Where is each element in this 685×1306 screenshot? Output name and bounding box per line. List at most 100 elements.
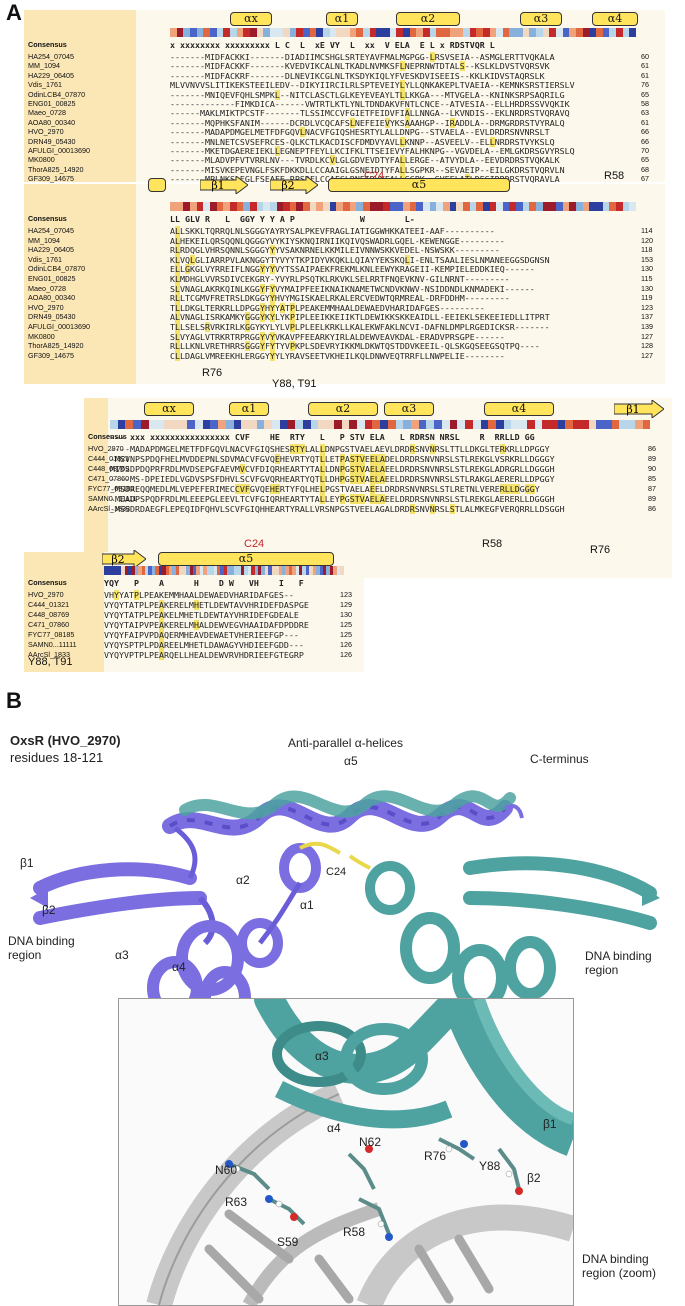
sequence-end-position: 127 — [641, 331, 653, 341]
sequence-name: ENG01_00825 — [28, 99, 76, 108]
sequence-name: AOA80_00340 — [28, 293, 76, 303]
sequence-row: -MSDREQQMEDLMLVEPEFERIMECCVFGVQEHERTYFQL… — [110, 484, 540, 494]
sequence-name: AFULGI_00013690 — [28, 146, 90, 155]
sequence-name: Maeo_0728 — [28, 283, 66, 293]
sequence-name: HA254_07045 — [28, 226, 74, 235]
ss-strand-arrow: β1 — [614, 400, 664, 418]
sequence-name: SAMN0...11111 — [28, 640, 77, 649]
sequence-name: AFULGI_00013690 — [28, 322, 90, 331]
sequence-row: VYQYTAIPVPEAKERELMHALDEWVEGVHAAIDAFDPDDR… — [104, 620, 309, 630]
ss-helix — [148, 178, 166, 192]
sequence-name: ThorA825_14920 — [28, 164, 84, 174]
name-column — [24, 184, 136, 384]
sequence-end-position: 118 — [641, 245, 653, 255]
zoom-r63: R63 — [225, 1195, 248, 1209]
sequence-row: -------------FIMKDICA------VWTRTLKTLYNLT… — [170, 99, 570, 109]
sequence-end-position: 86 — [648, 444, 656, 453]
ss-strand-arrow: β2 — [270, 176, 318, 194]
sequence-end-position: 126 — [340, 650, 352, 659]
consensus-sequence: --- xxx xxxxxxxxxxxxxxxx CVF HE RTY L P … — [110, 432, 535, 442]
sequence-end-position: 66 — [641, 136, 649, 146]
chain-a-domain — [30, 826, 341, 1030]
sequence-row: -MEADPSPQDFRDLMLEEEPGLEEVLTCVFGIQRHEARTY… — [110, 494, 555, 504]
sequence-end-position: 137 — [641, 312, 653, 322]
zoom-n62: N62 — [359, 1135, 382, 1149]
sequence-end-position: 153 — [641, 254, 653, 264]
zoom-r58: R58 — [343, 1225, 366, 1239]
sequence-row: KLMDHGLVVRSDIVCEKGRY-YVYRLPSQTKLRKVKLSEL… — [170, 274, 510, 284]
sequence-row: TLLSELSRVRKIRLKGGYKYLYLVPLPLEELKRKLLKALE… — [170, 322, 550, 332]
structure-subtitle: residues 18-121 — [10, 750, 104, 765]
ss-helix: α2 — [396, 12, 460, 26]
sequence-end-position: 130 — [641, 283, 653, 293]
zoom-a4: α4 — [327, 1121, 341, 1135]
sequence-row: -MSVNPSPDQFHELMVDDEPNLSDVMACVFGVQEHEVRTY… — [110, 454, 555, 464]
sequence-end-position: 67 — [641, 174, 649, 184]
panel-b-label: B — [6, 688, 22, 713]
consensus-label: Consensus — [28, 578, 67, 587]
sequence-end-position: 66 — [641, 127, 649, 137]
ss-strand-label: β1 — [626, 403, 639, 416]
sequence-end-position: 61 — [641, 61, 649, 71]
sequence-end-position: 76 — [641, 80, 649, 90]
sequence-end-position: 85 — [648, 474, 656, 483]
ss-strand-arrow: β2 — [102, 550, 146, 568]
label-c24: C24 — [326, 866, 347, 878]
anti-parallel-label: Anti-parallel α-helices — [288, 736, 403, 750]
name-column — [24, 552, 104, 672]
sequence-name: MK0800 — [28, 331, 55, 341]
sequence-row: CLLDAGLVMREEKHLERGGYYYLYRAVSEETVKHEILKQL… — [170, 350, 505, 361]
sequence-name: C444_01321 — [88, 454, 130, 463]
sequence-end-position: 63 — [641, 108, 649, 118]
sequence-end-position: 60 — [641, 52, 649, 61]
sequence-end-position: 130 — [641, 264, 653, 274]
sequence-row: -------MIDFACKKI-------DIADIIMCSHGLSRTEY… — [170, 52, 555, 62]
consensus-label: Consensus — [28, 214, 67, 223]
sequence-row: ALHEKEILQRSQQNLQGGGYVYKIYSKNQIRNIIKQIVQS… — [170, 235, 505, 246]
sequence-name: SAMN0...11111 — [88, 494, 137, 503]
sequence-row: -------MNLNETCSVSEFRCES-QLKCTLKACDISCFDM… — [170, 136, 555, 147]
label-a1: α1 — [300, 898, 314, 912]
ss-helix: α3 — [384, 402, 434, 416]
residue-annotation-c24: C24 — [244, 538, 265, 550]
residue-annotation-r76: R76 — [590, 544, 611, 556]
sequence-end-position: 126 — [340, 640, 352, 649]
sequence-name: DRN49_05430 — [28, 136, 76, 146]
sequence-name: DRN49_05430 — [28, 312, 76, 322]
ss-strand-label: β1 — [211, 179, 224, 192]
sequence-row: VYQYTATPLPEAKERELMHETLDEWTAVVHRIDEFDASPG… — [104, 600, 309, 610]
sequence-end-position: 139 — [641, 322, 653, 331]
sequence-row: VHYYATPLPEAKEMMHAALDEWAEDVHARIDAFGES-- — [104, 590, 294, 600]
sequence-name: HA229_06405 — [28, 245, 74, 255]
sequence-row: -------MIDFACKKF-------KVEDVIKCALNLTKADL… — [170, 61, 550, 72]
ss-helix: α4 — [484, 402, 554, 416]
sequence-end-position: 61 — [641, 70, 649, 80]
sequence-end-position: 123 — [641, 302, 653, 312]
zoom-r76: R76 — [424, 1149, 447, 1163]
sequence-end-position: 128 — [641, 341, 653, 351]
sequence-name: MM_1094 — [28, 235, 60, 245]
zoom-s59: S59 — [277, 1235, 299, 1249]
structure-title: OxsR (HVO_2970) — [10, 733, 121, 748]
ss-helix: α2 — [308, 402, 378, 416]
consensus-sequence: x xxxxxxxx xxxxxxxxx L C L xE VY L xx V … — [170, 40, 495, 50]
sequence-row: -------MKETDGAEREIEKLLEGNEPTFEYLLKCIFKLT… — [170, 146, 575, 156]
sequence-name: OdinLCB4_07870 — [28, 264, 86, 274]
sequence-row: ----MS-DPEIEDLVGDVSPSFDHVLSCVFGVQRHEARTY… — [110, 474, 555, 484]
sequence-end-position: 129 — [340, 600, 352, 609]
zoom-a3: α3 — [315, 1049, 329, 1063]
sequence-name: FYC77_08185 — [88, 484, 135, 493]
sequence-row: RLLLKNLVRETHRRSGGGYFYTYVPKPLSDEVRYIKKMLD… — [170, 341, 540, 352]
residue-annotation-r58: R58 — [482, 538, 503, 550]
zoom-n60: N60 — [215, 1163, 238, 1177]
zoom-inset: α3 α4 β1 β2 N60 N62 R63 R58 S59 R76 Y88 — [118, 998, 574, 1306]
sequence-name: C471_07860 — [88, 474, 130, 483]
sequence-end-position: 70 — [641, 146, 649, 155]
ss-helix: α5 — [158, 552, 334, 566]
sequence-row: VYQYFAIPVPDAQERMHEAVDEWAETVHERIEEFGP--- — [104, 630, 299, 640]
conservation-bar — [110, 420, 651, 429]
sequence-name: HA254_07045 — [28, 52, 74, 61]
